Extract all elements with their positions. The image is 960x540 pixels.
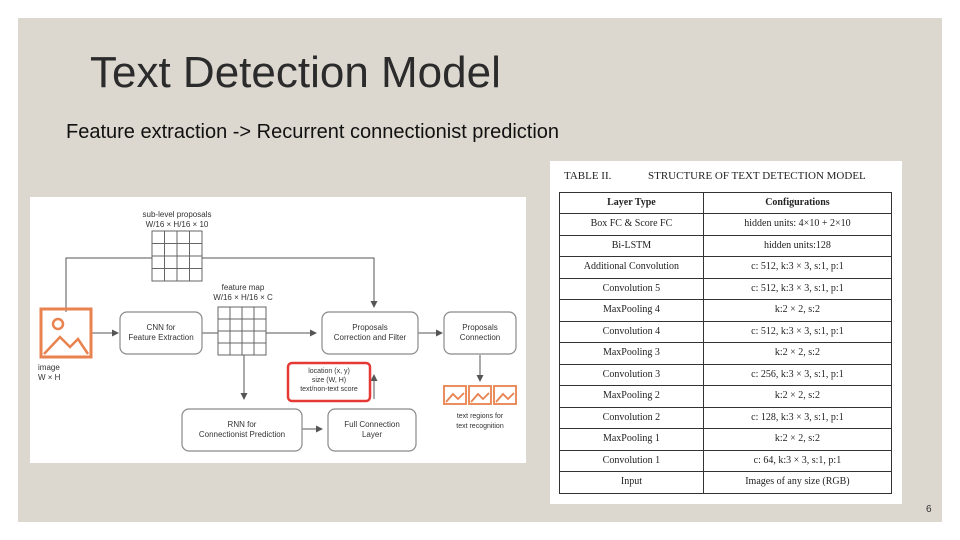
- sub-level-proposals-dims: W/16 × H/16 × 10: [145, 220, 209, 229]
- full-connection-box: [327, 408, 417, 452]
- text-regions-label-1: text regions for: [456, 413, 504, 420]
- layer-type-cell: Convolution 3: [559, 363, 704, 386]
- configuration-cell: k:2 × 2, s:2: [702, 299, 893, 322]
- table-caption-number: TABLE II.: [564, 170, 612, 182]
- layer-type-cell: MaxPooling 1: [559, 428, 704, 451]
- feature-map-dims: W/16 × H/16 × C: [213, 293, 273, 302]
- layer-type-cell: MaxPooling 2: [559, 385, 704, 408]
- layer-type-cell: MaxPooling 4: [559, 299, 704, 322]
- rnn-label-2: Connectionist Prediction: [198, 430, 286, 439]
- cnn-box: [119, 311, 203, 355]
- text-regions-label-2: text recognition: [456, 423, 504, 430]
- score-highlight-box: [286, 361, 372, 403]
- cnn-label-2: Feature Extraction: [128, 333, 194, 342]
- feature-map-grid: [217, 306, 267, 356]
- header-layer-type: Layer Type: [559, 192, 704, 214]
- layer-type-cell: Input: [559, 471, 704, 494]
- layer-type-cell: Convolution 5: [559, 277, 704, 300]
- proposals-cf-label-1: Proposals: [352, 323, 388, 332]
- configuration-cell: c: 512, k:3 × 3, s:1, p:1: [702, 256, 893, 279]
- configuration-cell: k:2 × 2, s:2: [702, 428, 893, 451]
- configuration-cell: Images of any size (RGB): [702, 471, 893, 494]
- image-dims: W × H: [38, 373, 61, 382]
- layer-type-cell: Convolution 1: [559, 449, 704, 472]
- sub-level-proposals-label: sub-level proposals: [142, 210, 212, 219]
- proposals-cf-label-2: Correction and Filter: [333, 333, 407, 342]
- sub-level-proposals-grid: [151, 230, 203, 282]
- configuration-cell: hidden units: 4×10 + 2×10: [702, 213, 893, 236]
- structure-table: Layer Type Configurations Box FC & Score…: [559, 192, 893, 494]
- score-label-1: location (x, y): [308, 368, 350, 375]
- configuration-cell: c: 512, k:3 × 3, s:1, p:1: [702, 320, 893, 343]
- structure-table-card: TABLE II. STRUCTURE OF TEXT DETECTION MO…: [550, 161, 902, 504]
- header-configurations: Configurations: [702, 192, 893, 214]
- diagram-graphics: [39, 230, 517, 452]
- proposals-connection-box: [443, 311, 517, 355]
- configuration-cell: hidden units:128: [702, 234, 893, 257]
- configuration-cell: k:2 × 2, s:2: [702, 342, 893, 365]
- layer-type-cell: Additional Convolution: [559, 256, 704, 279]
- configuration-cell: k:2 × 2, s:2: [702, 385, 893, 408]
- text-region-icons: [443, 385, 517, 405]
- feature-map-label: feature map: [221, 283, 265, 292]
- score-label-3: text/non-text score: [300, 386, 358, 393]
- image-icon: [39, 307, 93, 359]
- layer-type-cell: Convolution 2: [559, 406, 704, 429]
- proposals-conn-label-2: Connection: [459, 333, 501, 342]
- layer-type-cell: MaxPooling 3: [559, 342, 704, 365]
- configuration-cell: c: 512, k:3 × 3, s:1, p:1: [702, 277, 893, 300]
- fc-label-1: Full Connection: [344, 420, 400, 429]
- layer-type-cell: Convolution 4: [559, 320, 704, 343]
- score-label-2: size (W, H): [311, 377, 347, 384]
- proposals-conn-label-1: Proposals: [462, 323, 498, 332]
- configuration-cell: c: 64, k:3 × 3, s:1, p:1: [702, 449, 893, 472]
- configuration-cell: c: 128, k:3 × 3, s:1, p:1: [702, 406, 893, 429]
- configuration-cell: c: 256, k:3 × 3, s:1, p:1: [702, 363, 893, 386]
- image-label: image: [38, 363, 60, 372]
- fc-label-2: Layer: [361, 430, 382, 439]
- layer-type-cell: Box FC & Score FC: [559, 213, 704, 236]
- table-caption: TABLE II. STRUCTURE OF TEXT DETECTION MO…: [564, 170, 866, 182]
- slide-title: Text Detection Model: [90, 48, 501, 97]
- layer-type-cell: Bi-LSTM: [559, 234, 704, 257]
- architecture-diagram: sub-level proposals W/16 × H/16 × 10 fea…: [30, 197, 526, 463]
- process-boxes: [119, 311, 517, 452]
- table-header-row: Layer Type Configurations: [559, 192, 893, 214]
- proposals-correction-box: [321, 311, 419, 355]
- page-number: 6: [926, 504, 932, 515]
- connector-lines: [65, 257, 484, 433]
- cnn-label-1: CNN for: [146, 323, 176, 332]
- table-caption-title: STRUCTURE OF TEXT DETECTION MODEL: [648, 170, 866, 182]
- slide-subtitle: Feature extraction -> Recurrent connecti…: [66, 121, 560, 143]
- rnn-box: [181, 408, 303, 452]
- rnn-label-1: RNN for: [227, 420, 257, 429]
